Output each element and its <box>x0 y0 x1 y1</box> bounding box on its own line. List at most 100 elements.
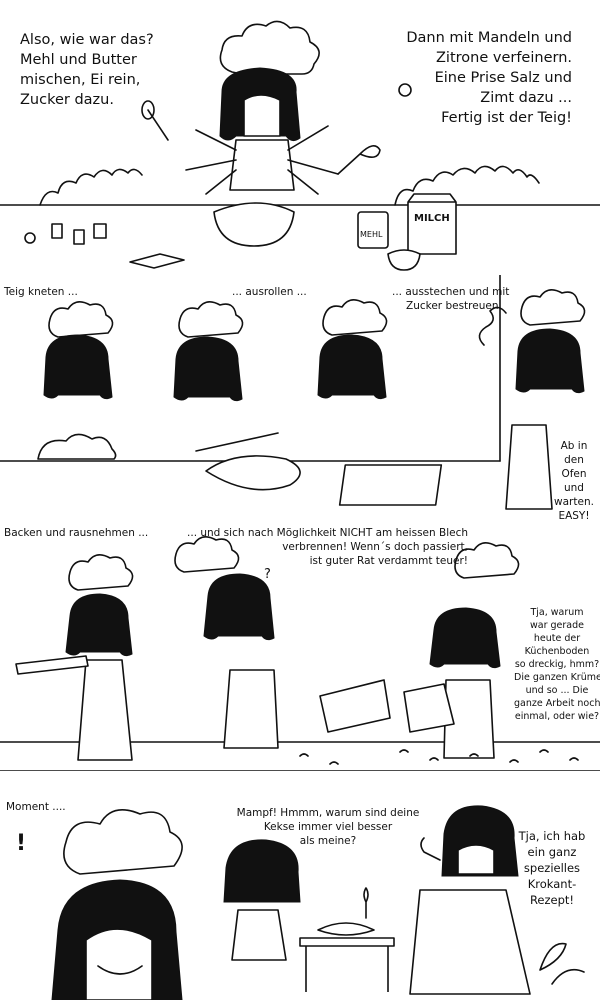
caption-line: heute der <box>533 633 581 644</box>
egg-shell <box>24 232 36 244</box>
chef-body <box>229 139 295 191</box>
caption-recipe-finish: Dann mit Mandeln und Zitrone verfeinern.… <box>406 28 572 128</box>
caption-line: ... und sich nach Möglichkeit NICHT am h… <box>187 527 468 539</box>
caption-line: ist guter Rat verdammt teuer! <box>309 555 468 567</box>
spice-jar <box>93 223 107 239</box>
caption-recipe: Tja, ich hab ein ganz spezielles Krokant… <box>508 828 596 908</box>
caption-roll: ... ausrollen ... <box>232 286 307 298</box>
chef-hat <box>68 554 134 591</box>
kid-body <box>231 909 287 961</box>
cigarette-icon <box>420 837 441 861</box>
caption-moment: Moment .... <box>6 801 66 813</box>
caption-line: spezielles <box>523 861 581 875</box>
caption-line: mischen, Ei rein, <box>20 72 141 88</box>
grin-mouth <box>97 965 143 975</box>
caption-line: Also, wie war das? <box>20 32 154 48</box>
caption-line: Zucker dazu. <box>20 92 114 108</box>
candle-icon <box>363 887 369 919</box>
rolled-dough <box>205 455 301 491</box>
spoon-icon <box>141 100 169 141</box>
panel-3-drawing <box>0 536 600 765</box>
caption-floor: Tja, warum war gerade heute der Küchenbo… <box>514 606 600 723</box>
chef-hat <box>178 301 244 338</box>
caption-cut: ... ausstechen und mit Zucker bestreuen. <box>392 285 509 313</box>
bush-right <box>394 165 540 206</box>
panel-1-drawing <box>0 20 600 271</box>
question-mark: ? <box>264 567 271 582</box>
caption-line: Kekse immer viel besser <box>263 821 393 833</box>
caption-line: Zimt dazu ... <box>480 90 572 106</box>
caption-line: Mehl und Butter <box>20 52 137 68</box>
chef-hat <box>219 20 320 75</box>
chef-hat <box>520 289 586 326</box>
chef-hair <box>173 336 243 402</box>
chef-hair <box>43 334 113 400</box>
steam-icon <box>478 306 507 346</box>
caption-line: den <box>564 454 584 466</box>
chef-face <box>457 844 495 875</box>
cookie-crumbs <box>299 749 579 765</box>
small-bowl <box>387 249 421 271</box>
chef-robe <box>409 889 531 995</box>
chef-apron <box>77 659 133 761</box>
small-table <box>299 937 395 992</box>
caption-line: warten. <box>554 496 594 508</box>
caption-line: Fertig ist der Teig! <box>441 110 572 126</box>
kid-hair <box>223 839 301 903</box>
caption-line: ... ausstechen und mit <box>392 286 510 298</box>
bush-left <box>39 168 143 206</box>
chef-apron <box>443 679 495 759</box>
chef-arms <box>185 125 339 195</box>
whisk-icon <box>337 145 381 175</box>
caption-line: und <box>564 482 584 494</box>
butter-block <box>129 253 185 269</box>
baking-tray <box>15 655 89 675</box>
caption-line: Mampf! Hmmm, warum sind deine <box>236 807 420 819</box>
caption-line: einmal, oder wie? <box>514 711 600 722</box>
exclaim-mark: ! <box>16 831 27 856</box>
spice-jar <box>73 229 85 245</box>
caption-line: Küchenboden <box>524 646 590 657</box>
chef-hat <box>454 542 520 579</box>
caption-line: Ab in <box>560 440 588 452</box>
chef-hair <box>317 334 387 400</box>
dough-pile <box>37 433 117 460</box>
comic-panel-1: Also, wie war das? Mehl und Butter misch… <box>0 0 600 275</box>
falling-tray <box>319 679 391 733</box>
caption-line: so dreckig, hmm? <box>514 659 600 670</box>
milk-carton-label: MILCH <box>414 213 450 224</box>
rolling-pin <box>195 432 279 452</box>
chef-hair <box>203 573 275 641</box>
chef-hair <box>65 593 133 657</box>
caption-line: ganze Arbeit noch <box>514 698 600 709</box>
chef-apron <box>223 669 279 749</box>
plant-icon <box>539 942 585 985</box>
caption-line: Zucker bestreuen. <box>406 300 502 312</box>
chef-face <box>243 94 281 137</box>
mixing-bowl <box>213 202 295 247</box>
spice-jar <box>51 223 63 239</box>
caption-line: als meine? <box>299 835 357 847</box>
caption-line: ein ganz <box>527 845 577 859</box>
chef-hat <box>322 299 388 336</box>
caption-mampf: Mampf! Hmmm, warum sind deine Kekse imme… <box>228 806 428 848</box>
dustpan <box>403 683 455 733</box>
caption-bake: Backen und rausnehmen ... <box>4 527 149 539</box>
baking-tray <box>338 464 443 506</box>
chef-face <box>85 928 153 1000</box>
flour-bag-label: MEHL <box>360 230 383 239</box>
caption-line: verbrennen! Wenn´s doch passiert, <box>282 541 468 553</box>
chef-hat <box>63 808 183 875</box>
panel-2-drawing <box>0 275 586 510</box>
caption-line: Zitrone verfeinern. <box>435 50 572 66</box>
chef-hat <box>48 301 114 338</box>
comic-panel-3: Backen und rausnehmen ... ... und sich n… <box>0 520 600 770</box>
caption-line: EASY! <box>558 510 590 520</box>
cookie-plate <box>317 922 375 936</box>
caption-burn: ... und sich nach Möglichkeit NICHT am h… <box>187 526 468 568</box>
flour-bag <box>357 211 389 249</box>
caption-oven: Ab in den Ofen und warten. EASY! <box>552 439 596 520</box>
comic-panel-2: Teig kneten ... ... ausrollen ... ... au… <box>0 275 600 520</box>
caption-line: Ofen <box>561 468 587 480</box>
caption-line: Rezept! <box>529 893 575 907</box>
